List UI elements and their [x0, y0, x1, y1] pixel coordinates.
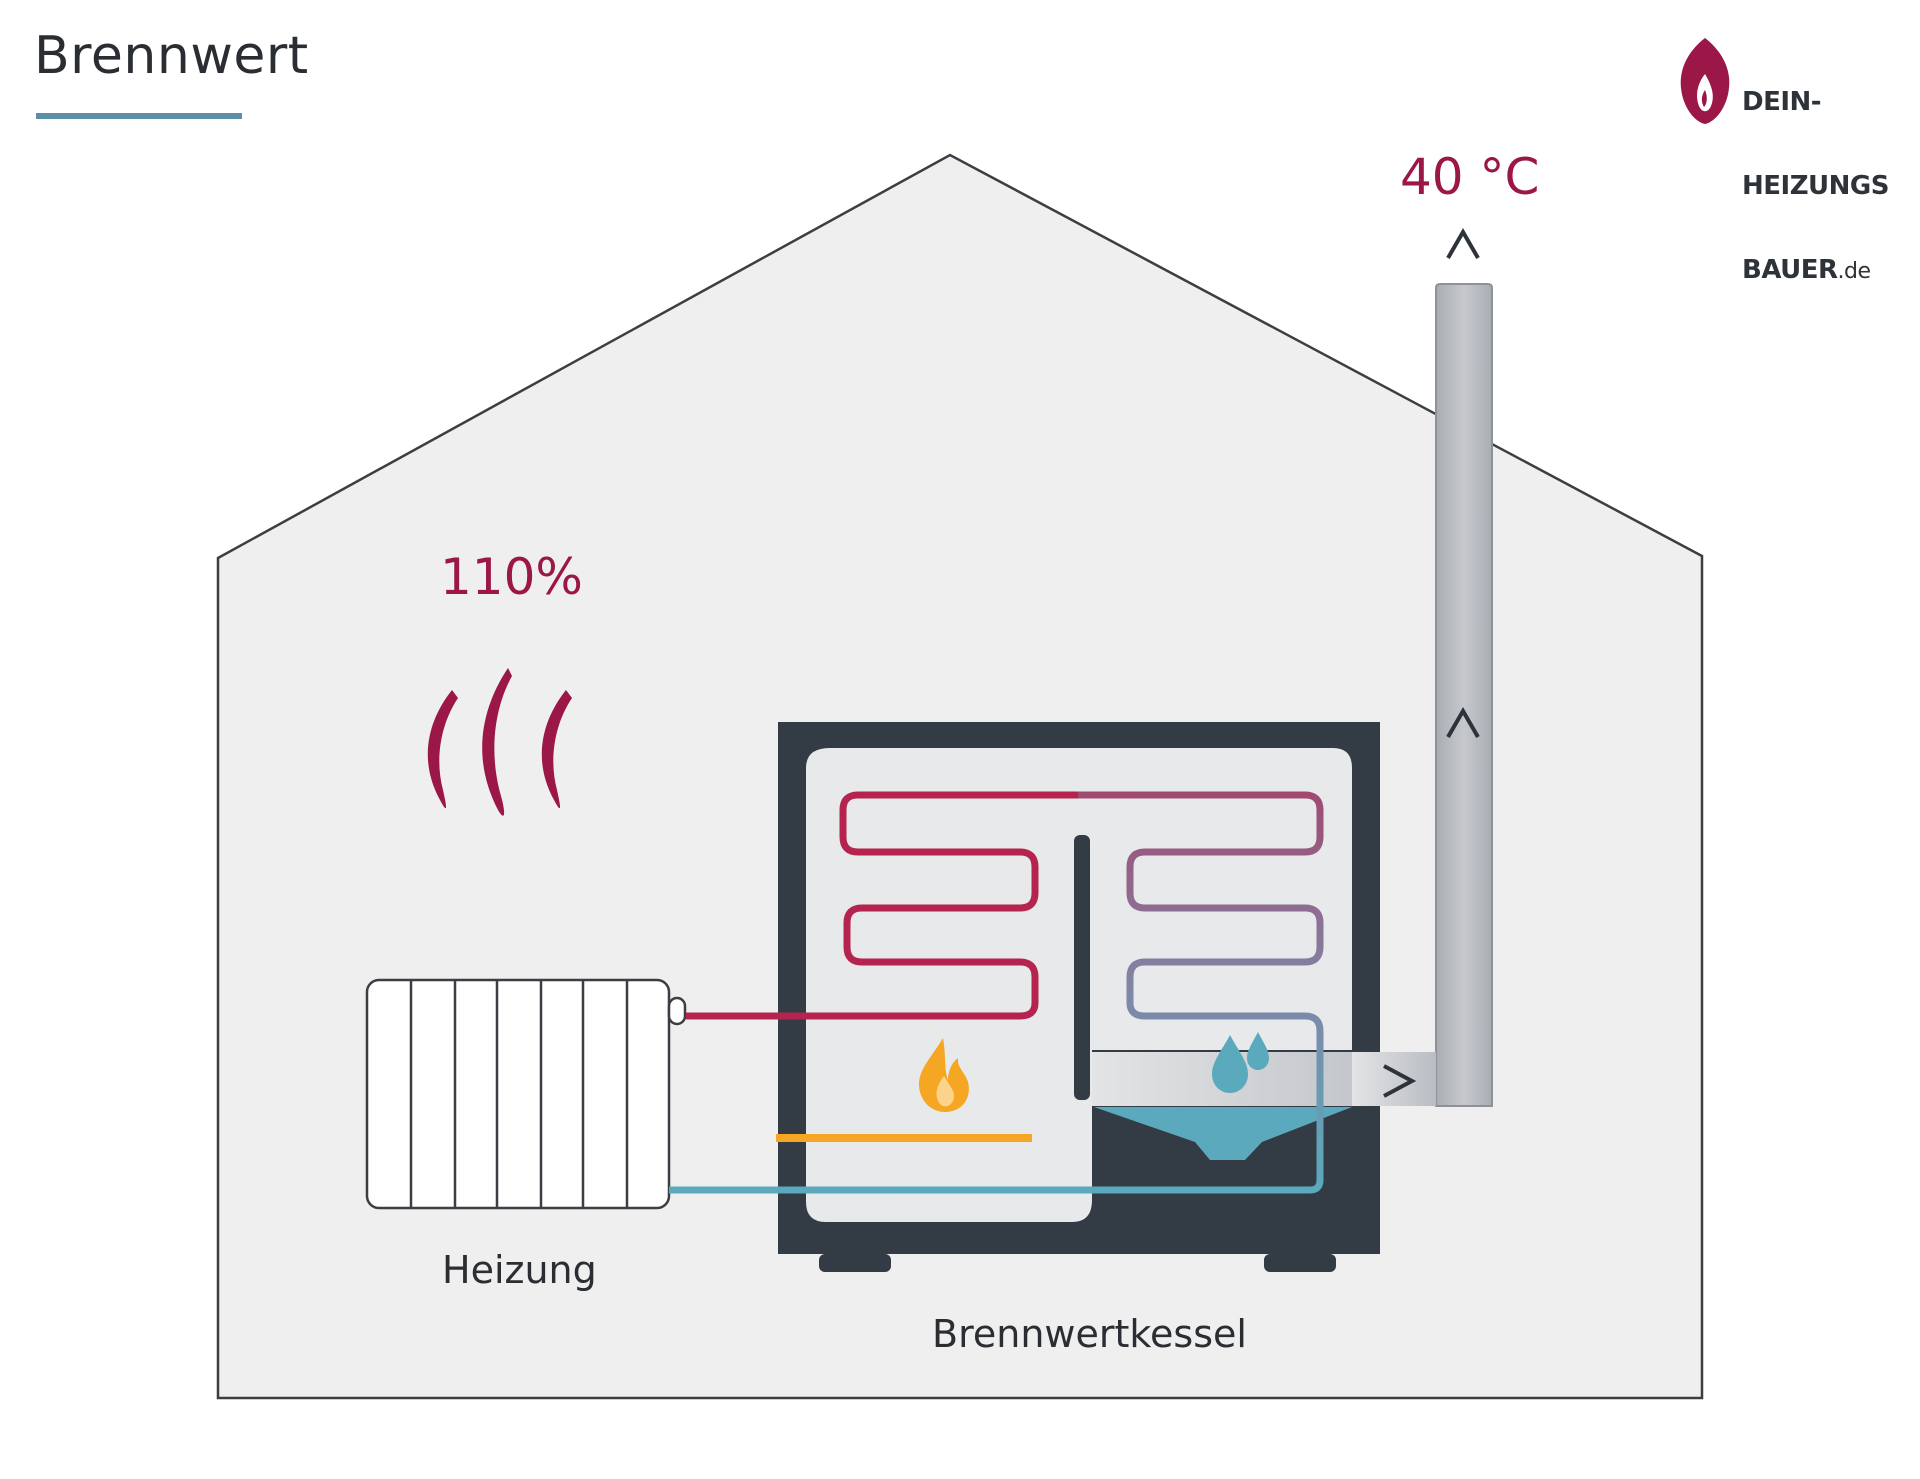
boiler-foot-right	[1264, 1254, 1336, 1272]
logo-flame-icon	[1680, 38, 1730, 124]
exhaust-duct	[1092, 1052, 1436, 1106]
brand-logo: DEIN- HEIZUNGS BAUER.de	[1675, 32, 1895, 284]
arrow-up-icon	[1446, 227, 1480, 259]
water-drops-icon	[1212, 1032, 1269, 1093]
arrow-right-icon	[1383, 1064, 1417, 1098]
arrow-up-icon	[1446, 706, 1480, 738]
flame-icon	[919, 1038, 969, 1112]
efficiency-label: 110%	[440, 548, 583, 606]
burner	[776, 1134, 1032, 1142]
heat-waves-icon	[427, 668, 572, 816]
heat-exchanger-coil	[671, 791, 1324, 1194]
boiler-foot-left	[819, 1254, 891, 1272]
title-underline	[36, 113, 242, 119]
exhaust-temperature-label: 40 °C	[1400, 148, 1540, 206]
radiator-label: Heizung	[442, 1248, 597, 1292]
logo-line-1: DEIN-	[1742, 87, 1822, 117]
radiator	[365, 978, 687, 1210]
boiler-divider	[1074, 835, 1090, 1100]
exhaust-connector	[1352, 1052, 1436, 1106]
page-title: Brennwert	[34, 26, 309, 86]
logo-text: DEIN- HEIZUNGS BAUER.de	[1742, 32, 1890, 342]
chimney	[1435, 283, 1493, 1107]
logo-line-2: HEIZUNGS	[1742, 171, 1890, 201]
boiler-label: Brennwertkessel	[932, 1312, 1247, 1356]
logo-tld: .de	[1837, 259, 1872, 284]
hot-water-coil	[686, 791, 1078, 1020]
condensate-collector	[1094, 1107, 1352, 1160]
logo-line-3: BAUER	[1742, 255, 1838, 285]
